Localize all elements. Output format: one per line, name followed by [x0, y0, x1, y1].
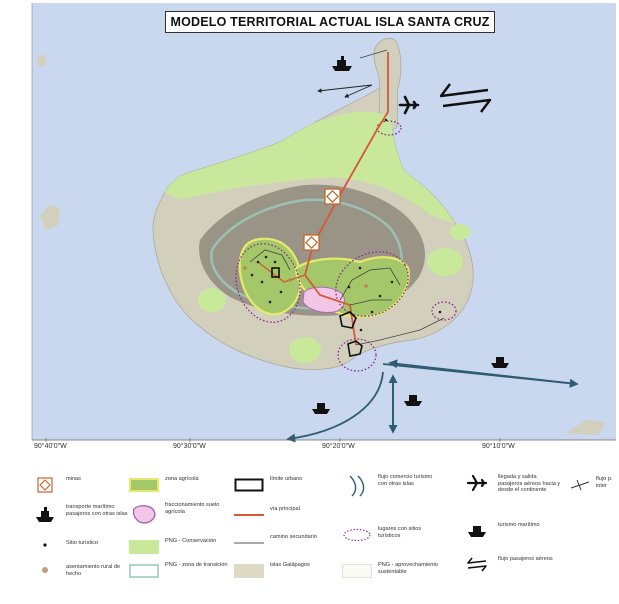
interisland-flow-icon [570, 479, 590, 491]
legend-item-air-passenger-flow: flujo pasajeros aéreos [460, 556, 562, 574]
main-road-west [257, 261, 306, 283]
main-road-line [234, 514, 264, 516]
legend-item-tourist-site: Sitio turístico [28, 540, 130, 550]
islet-east [566, 419, 606, 435]
rural-settlement-dot [42, 567, 48, 573]
urban-limit-puerto-ayora [347, 340, 363, 357]
maritime-tourism-icon [491, 357, 509, 368]
coordinate-label: 90°30'0"W [173, 443, 206, 450]
urban-limit-swatch [234, 478, 264, 492]
tourist-area-east [431, 301, 457, 321]
tourist-area-center [335, 251, 409, 317]
legend-item-tourist-places: lugares con sitios turísticos [340, 526, 442, 544]
urban-limit-bellavista [271, 267, 280, 278]
maritime-tourism-icon [468, 526, 486, 537]
legend-item-urban-limit: límite urbano [232, 476, 334, 494]
galapagos-islands-swatch [234, 564, 264, 578]
islet-west [40, 205, 60, 230]
maritime-flow-southwest [286, 371, 384, 443]
conservation-patch-1 [198, 288, 226, 312]
legend-item-maritime-tourism: turismo marítimo [460, 522, 562, 540]
legend-item-interisland-flow: flujo p. inter [568, 476, 619, 494]
territorial-map [31, 3, 616, 443]
legend-item-commerce-flow: flujo comercio turismo con otras islas [340, 474, 442, 498]
tourist-area-west [235, 243, 301, 323]
mine-icon [303, 234, 320, 251]
maritime-flow-reverse [388, 359, 578, 385]
legend-item-agricultural-zone: zona agrícola [127, 476, 229, 494]
map-title: MODELO TERRITORIAL ACTUAL ISLA SANTA CRU… [165, 11, 495, 33]
commerce-flow-icon [349, 475, 365, 497]
airplane-icon [466, 475, 488, 491]
secondary-road-5 [359, 49, 388, 59]
legend-item-air-arrival: llegada y salida pasajeros aéreos hacia … [460, 474, 562, 494]
conservation-patch-4 [450, 224, 470, 240]
legend-item-mines: minas [28, 476, 130, 494]
mine-icon [37, 477, 53, 493]
legend-item-rural-settlement: asentamiento rural de hecho [28, 564, 130, 577]
coordinate-label: 90°10'0"W [482, 443, 515, 450]
air-passenger-flow-icon [467, 557, 487, 572]
conservation-patch-2 [289, 337, 321, 363]
tourist-places-outline [343, 528, 371, 542]
coordinate-label: 90°40'0"W [34, 443, 67, 450]
conservation-swatch [129, 540, 159, 554]
secondary-road-2 [349, 299, 392, 306]
conservation-patch-3 [427, 248, 463, 276]
agricultural-sprawl-swatch [132, 505, 156, 524]
legend-item-conservation: PNG - Conservación [127, 538, 229, 556]
maritime-flow-nw [344, 84, 373, 98]
tourist-area-south [337, 338, 377, 372]
tourist-site-dot [43, 543, 47, 547]
legend-item-maritime-transport: transporte marítimo pasajeros con otras … [28, 504, 130, 526]
legend-item-main-road: vía principal [232, 506, 334, 524]
transition-zone-swatch [129, 564, 159, 578]
secondary-road-3 [249, 249, 291, 271]
conservation-zone-north [152, 111, 474, 230]
maritime-tourism-icon [312, 403, 330, 414]
maritime-flow-west [317, 84, 373, 93]
coordinate-label: 90°20'0"W [322, 443, 355, 450]
sustainable-use-swatch [342, 564, 372, 578]
legend-item-secondary-road: camino secundario [232, 534, 334, 552]
map-legend: minas zona agrícola límite urbano flujo … [0, 458, 619, 604]
legend-item-sustainable-use: PNG - aprovechamiento sustentable [340, 562, 442, 580]
mine-icon [324, 188, 341, 205]
maritime-tourism-icon [404, 395, 422, 406]
legend-item-galapagos-islands: islas Galápagos [232, 562, 334, 580]
agricultural-sprawl [302, 286, 346, 313]
legend-item-agricultural-sprawl: fraccionamiento suelo agrícola [127, 502, 229, 526]
urban-limit-santa-rosa [339, 311, 357, 329]
secondary-road-line [234, 542, 264, 544]
agricultural-zone-swatch [129, 478, 159, 492]
secondary-road-4 [355, 317, 445, 346]
air-passenger-flow-icon [439, 83, 492, 113]
islet-nw [36, 54, 47, 67]
maritime-transport-icon [36, 507, 54, 522]
maritime-transport-icon [332, 56, 352, 71]
airplane-icon [398, 95, 420, 115]
legend-item-transition-zone: PNG - zona de transición [127, 562, 229, 580]
